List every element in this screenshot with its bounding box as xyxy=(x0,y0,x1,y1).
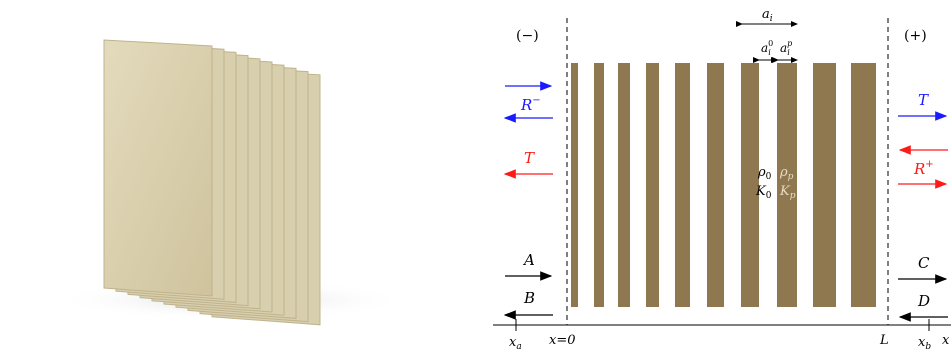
render-plate-1 xyxy=(103,39,213,297)
plate-2 xyxy=(594,63,604,307)
plate-7 xyxy=(741,63,759,307)
x0-label: x=0 xyxy=(549,333,576,348)
width-label: ai xyxy=(762,7,773,24)
l-label: L xyxy=(879,333,889,348)
plates-group xyxy=(571,63,876,307)
plate-stack-render xyxy=(50,39,410,326)
plate-1 xyxy=(571,63,578,307)
xa-label: xa xyxy=(509,335,522,352)
plate-3 xyxy=(618,63,630,307)
right-region-label: (+) xyxy=(904,28,927,44)
t-right-label: T xyxy=(918,91,929,109)
r-plus-label: R+ xyxy=(913,159,934,178)
a-label: A xyxy=(522,251,535,269)
b-label: B xyxy=(523,289,535,307)
k0-label: K0 xyxy=(755,184,772,201)
plate-9 xyxy=(813,63,836,307)
xb-label: xb xyxy=(918,335,931,352)
plate-4 xyxy=(646,63,659,307)
plate-10 xyxy=(851,63,876,307)
c-label: C xyxy=(918,254,930,272)
rhop-label: ρp xyxy=(779,165,794,182)
t-left-label: T xyxy=(524,149,535,167)
d-label: D xyxy=(917,292,930,310)
plate-8 xyxy=(777,63,797,307)
rho0-label: ρ0 xyxy=(757,165,772,182)
r-minus-label: R− xyxy=(520,95,541,114)
plate-6 xyxy=(707,63,724,307)
kp-label: Kp xyxy=(779,184,796,201)
plate-5 xyxy=(675,63,690,307)
x-axis-label: x xyxy=(942,333,950,348)
left-region-label: (−) xyxy=(516,28,539,44)
